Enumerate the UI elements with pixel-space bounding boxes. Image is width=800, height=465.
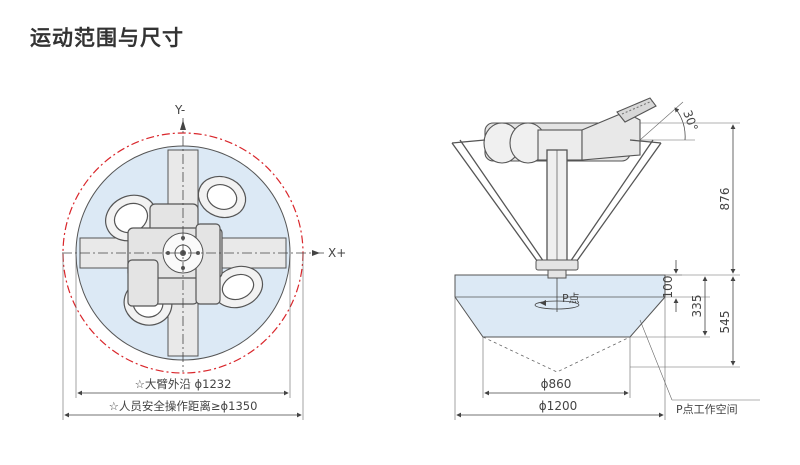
height-876-label: 876	[718, 188, 732, 211]
workspace-cone	[482, 336, 631, 373]
robot-arms	[451, 139, 662, 266]
workspace-volume	[454, 274, 666, 338]
diameter-860-label: ϕ860	[541, 377, 572, 391]
side-view: P点 30° 876 335 545 100 ϕ860 ϕ1200	[451, 97, 760, 420]
tilt-angle-label: 30°	[680, 108, 700, 133]
arm-reach-label: ☆大臂外沿 ϕ1232	[135, 377, 232, 391]
workspace-label: P点工作空间	[676, 402, 738, 416]
p-point-marker	[534, 278, 580, 312]
top-view: Y- X+ ☆大臂外沿 ϕ1232 ☆人员安全操作距离≥ϕ1350	[62, 103, 346, 420]
y-axis-label: Y-	[174, 103, 185, 117]
height-100-label: 100	[661, 276, 675, 299]
end-effector	[535, 259, 579, 279]
robot-top-body	[483, 97, 657, 164]
x-axis-label: X+	[328, 246, 346, 260]
height-335-label: 335	[690, 295, 704, 318]
page-title: 运动范围与尺寸	[30, 26, 184, 50]
motor-lobes	[105, 175, 264, 326]
height-545-label: 545	[718, 311, 732, 334]
p-point-label: P点	[562, 292, 580, 305]
safety-distance-label: ☆人员安全操作距离≥ϕ1350	[109, 399, 258, 413]
diameter-1200-label: ϕ1200	[539, 399, 577, 413]
